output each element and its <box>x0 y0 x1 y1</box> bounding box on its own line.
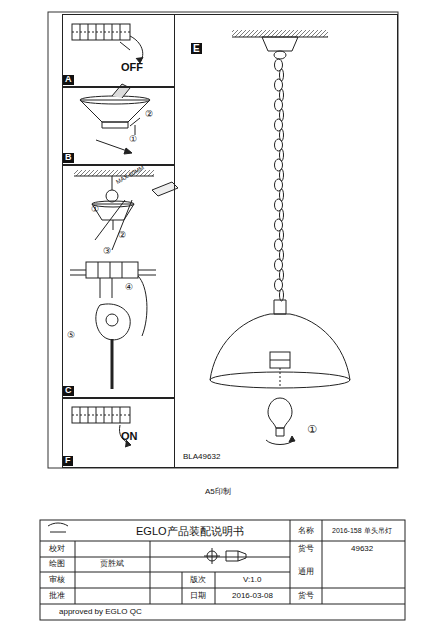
panel-letter: F <box>63 456 73 466</box>
pendant-lamp <box>210 30 350 445</box>
table-cell: 2016-158 单头吊灯 <box>332 527 392 535</box>
chain-link <box>280 289 284 301</box>
callout-number: ③ <box>103 247 111 257</box>
callout-number: ① <box>129 135 137 145</box>
model-number: BLA49632 <box>183 453 220 462</box>
title-block <box>40 520 405 620</box>
callout-number: ② <box>145 110 153 120</box>
table-cell: 名称 <box>298 527 314 536</box>
callout-number: ① <box>91 205 99 215</box>
table-cell: 校对 <box>49 545 65 554</box>
table-cell: 审核 <box>49 576 65 585</box>
table-cell: 绘图 <box>49 560 65 569</box>
callout-number: ⑤ <box>67 331 75 341</box>
step-panel: E ① BLA49632 <box>175 14 398 468</box>
callout-number: ① <box>307 423 317 435</box>
table-cell: 批准 <box>49 592 65 601</box>
callout-number: ② <box>118 231 126 241</box>
step-panel: ② ① B <box>62 87 175 165</box>
panel-letter: A <box>63 75 74 85</box>
table-cell: approved by EGLO QC <box>59 608 142 617</box>
table-cell: 贾胜斌 <box>100 560 124 569</box>
print-note: A5印制 <box>205 488 231 497</box>
step-panel: MAX 60MM ① ②③ ④ ⑤ C <box>62 165 175 398</box>
table-cell: 货号 <box>298 592 314 601</box>
panel-letter: E <box>191 43 202 54</box>
ceiling-mount <box>70 170 178 389</box>
panel-letter: B <box>63 153 74 163</box>
table-cell: 日期 <box>190 592 206 601</box>
sheet-title: EGLO产品装配说明书 <box>136 525 244 537</box>
table-cell: 货号 <box>298 545 314 554</box>
dimension-label: MAX 60MM <box>115 164 145 185</box>
step-panel: OFF A <box>62 14 175 87</box>
switch-label: OFF <box>121 61 143 73</box>
canopy <box>80 84 150 154</box>
callout-number: ④ <box>125 283 133 293</box>
table-cell: 2016-03-08 <box>232 592 273 601</box>
table-cell: V:1.0 <box>243 576 261 585</box>
table-cell: 通用 <box>298 568 314 577</box>
panel-letter: C <box>63 386 74 396</box>
step-panel: ON F <box>62 398 175 468</box>
table-cell: 49632 <box>351 545 373 554</box>
terminal-block <box>72 24 143 63</box>
switch-label: ON <box>121 430 138 442</box>
table-cell: 版次 <box>190 576 206 585</box>
